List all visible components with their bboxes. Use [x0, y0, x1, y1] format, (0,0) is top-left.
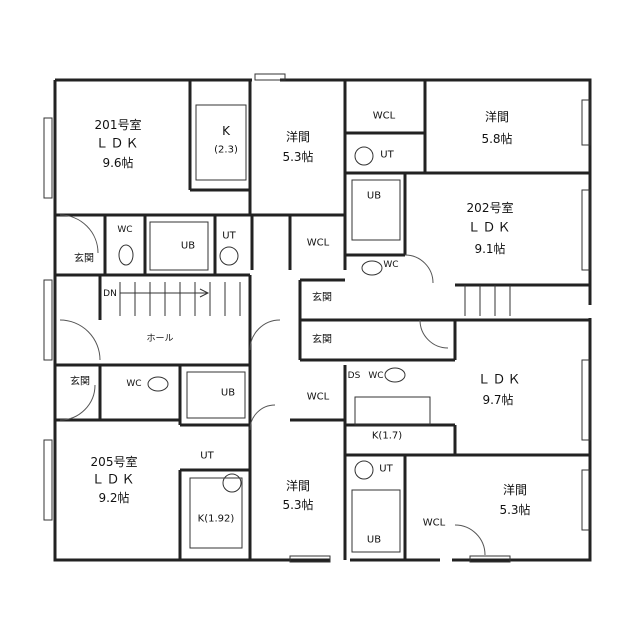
window [43, 439, 53, 521]
hall-label: ホール [146, 333, 174, 344]
wall-hall [55, 320, 455, 367]
wc-202: WC [383, 259, 399, 270]
k-205: K(1.92) [197, 513, 235, 525]
stairs [119, 282, 241, 316]
room-205-size: 9.2帖 [98, 491, 130, 506]
toilet [118, 244, 134, 266]
window [581, 189, 591, 271]
yoma-top-mid: 洋間 [285, 130, 311, 145]
room-205-ldk: ＬＤＫ [91, 472, 137, 488]
genkan-mid: 玄関 [312, 292, 332, 304]
wall-top-right [345, 80, 590, 255]
window [43, 117, 53, 199]
toilet [384, 367, 406, 383]
wall-202 [298, 253, 590, 360]
ut-bottom-right: UT [379, 463, 393, 475]
kitchen-counter [195, 104, 247, 181]
wall-top-mid [250, 80, 347, 270]
room-201-ldk: ＬＤＫ [95, 136, 141, 152]
bathtub [351, 179, 401, 241]
room-202-ldk: ＬＤＫ [467, 220, 513, 236]
room-201-kitchen: K [222, 124, 230, 139]
ub-bottom-right: UB [366, 534, 382, 546]
door-swing [59, 319, 101, 361]
bathtub [149, 221, 209, 271]
sink [354, 146, 374, 166]
wall-left-mid [53, 215, 250, 277]
window [469, 555, 511, 563]
ut-top-right: UT [380, 149, 394, 161]
door-swing [59, 214, 99, 254]
toilet [147, 376, 169, 392]
kitchen-counter [189, 477, 243, 549]
wall-201 [55, 80, 252, 217]
room-202-name: 202号室 [466, 201, 514, 216]
wall-205 [178, 420, 252, 560]
genkan-mid2: 玄関 [312, 334, 332, 346]
room-201-ub: UB [180, 240, 196, 252]
sink [354, 460, 374, 480]
wall-205-strip [55, 365, 252, 427]
yoma-bottom-mid: 洋間 [285, 479, 311, 494]
room-201-size: 9.6帖 [102, 156, 134, 171]
door-swing [249, 404, 276, 431]
ldk-right: ＬＤＫ [477, 372, 523, 388]
genkan-left-bottom: 玄関 [70, 376, 90, 388]
window [289, 555, 331, 563]
room-201-name: 201号室 [94, 118, 142, 133]
ub-205: UB [220, 387, 236, 399]
wc-right-mid: WC [368, 370, 384, 381]
ldk-right-size: 9.7帖 [482, 393, 514, 408]
sink [219, 246, 239, 266]
window [581, 359, 591, 441]
window [581, 99, 591, 146]
toilet [361, 260, 383, 276]
wc-205: WC [126, 378, 142, 389]
bathtub [186, 371, 246, 419]
yoma-top-right-size: 5.8帖 [481, 132, 513, 147]
door-swing [404, 254, 434, 284]
wall-stairs [98, 275, 252, 320]
window [254, 73, 286, 81]
k-right: K(1.7) [371, 430, 403, 442]
wcl-top-mid: WCL [306, 237, 330, 249]
kitchen-counter [354, 396, 431, 426]
room-201-wc: WC [117, 224, 133, 235]
yoma-top-right: 洋間 [484, 110, 510, 125]
wall-bottom-mid [290, 365, 590, 560]
bathtub [351, 489, 401, 553]
ds-label: DS [347, 370, 361, 381]
window [581, 469, 591, 531]
room-205-name: 205号室 [90, 455, 138, 470]
door-swing [419, 319, 449, 349]
yoma-bottom-right: 洋間 [502, 483, 528, 498]
ut-205: UT [200, 450, 214, 462]
room-201-ut: UT [222, 230, 236, 242]
wcl-bottom-right: WCL [422, 517, 446, 529]
stair-arrow [120, 288, 210, 298]
sink [222, 473, 242, 493]
window [43, 279, 53, 361]
door-swing [249, 319, 281, 351]
room-201-kitchen-size: (2.3) [214, 144, 238, 156]
wcl-mid-bottom: WCL [306, 391, 330, 403]
yoma-top-mid-size: 5.3帖 [282, 150, 314, 165]
yoma-bottom-mid-size: 5.3帖 [282, 498, 314, 513]
door-swing [454, 524, 486, 556]
ub-top-right: UB [366, 190, 382, 202]
genkan-left-top: 玄関 [74, 253, 94, 265]
yoma-bottom-right-size: 5.3帖 [499, 503, 531, 518]
room-202-size: 9.1帖 [474, 242, 506, 257]
wcl-top-right: WCL [372, 110, 396, 122]
stairs [464, 285, 511, 316]
door-swing [59, 384, 96, 421]
dn-label: DN [103, 288, 117, 299]
